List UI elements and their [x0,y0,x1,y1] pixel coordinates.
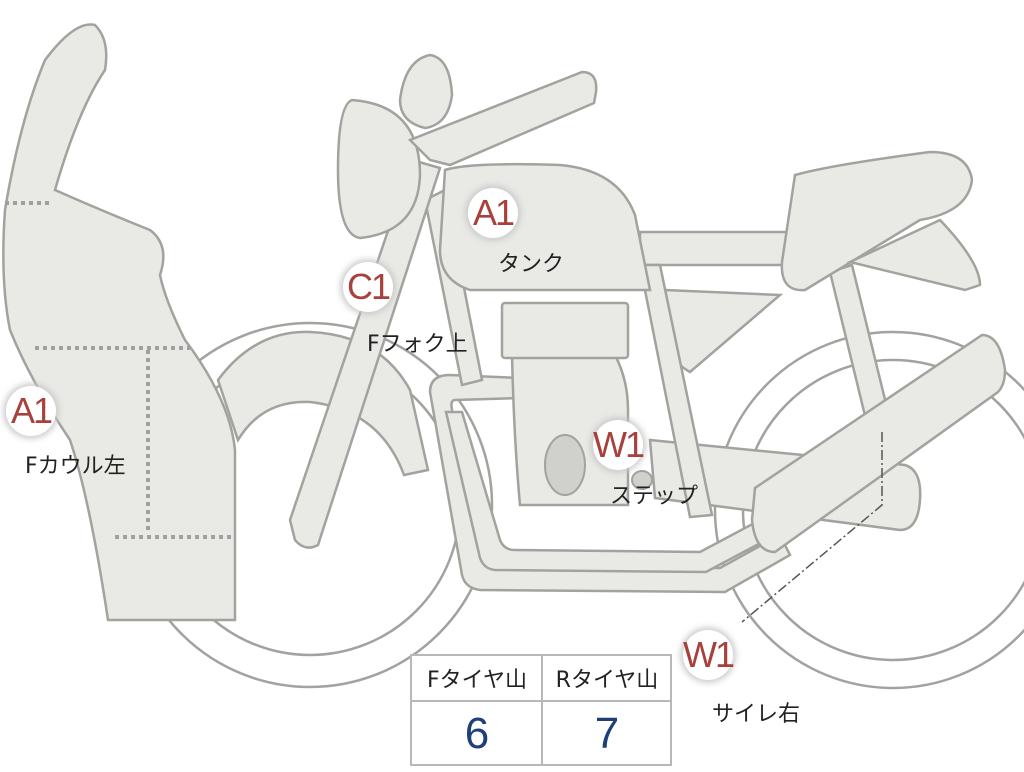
marker-label-step: ステップ [610,484,699,509]
marker-badge-a1-cowl: A1 [6,386,56,436]
engine-head [500,301,630,360]
exhaust-pipe-outer [428,373,792,594]
engine-block [510,353,630,507]
frame-downtube [423,188,484,387]
rear-frame [638,230,792,267]
rear-wheel-outer [713,330,1024,690]
seat [780,150,974,292]
marker-badge-w1-muffler: W1 [683,630,735,680]
side-cover [663,288,784,374]
marker-label-muffler: サイレ右 [712,702,801,727]
tail-cowl [846,218,982,292]
front-tire-header: Fタイヤ山 [412,656,542,702]
table-divider [541,656,543,764]
handlebar [407,70,598,167]
marker-label-tank: タンク [498,252,565,277]
leader-line [741,432,883,623]
marker-badge-c1-fork: C1 [343,262,393,312]
rear-tire-value: 7 [594,709,620,758]
marker-badge-w1-step: W1 [593,420,645,470]
step-peg-1 [631,470,653,490]
mirror [398,53,454,130]
headlight [336,98,422,240]
frame-backbone [638,263,714,519]
engine-cover [544,434,586,496]
muffler [750,333,1007,554]
front-fork [288,158,442,549]
rear-tire-header: Rタイヤ山 [542,656,672,702]
tire-tread-table: Fタイヤ山 Rタイヤ山 6 7 [410,654,672,766]
front-tire-value: 6 [464,709,490,758]
marker-label-fork: Fフォク上 [367,332,468,357]
marker-label-cowl: Fカウル左 [25,454,126,479]
front-cowl [2,23,237,622]
marker-badge-a1-tank: A1 [468,188,518,238]
